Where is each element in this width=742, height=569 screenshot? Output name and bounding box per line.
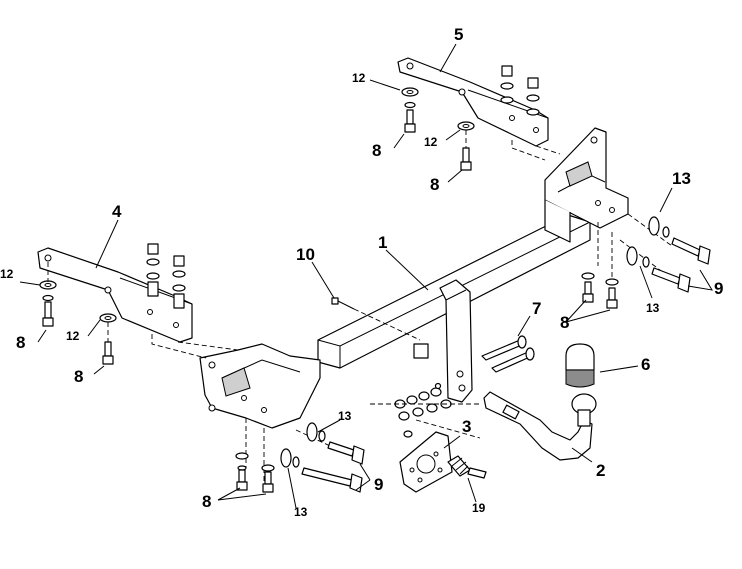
callout-1: 1 <box>378 233 387 252</box>
callout-12-top-left-b: 12 <box>66 329 80 343</box>
callout-19: 19 <box>472 501 486 515</box>
callout-3: 3 <box>462 417 471 436</box>
leader-lines <box>19 43 713 509</box>
bracket-right-top <box>397 57 561 161</box>
callout-13-center: 13 <box>338 409 352 423</box>
bracket-right-top-studs <box>500 65 540 116</box>
callout-9-right: 9 <box>714 279 723 298</box>
callout-8-top-right-b: 8 <box>430 175 439 194</box>
nut-cluster <box>394 382 452 438</box>
socket-plate <box>399 431 453 493</box>
callout-7: 7 <box>532 299 541 318</box>
callout-6: 6 <box>641 355 650 374</box>
callout-4: 4 <box>112 202 122 221</box>
fasteners-top-right <box>401 87 475 171</box>
ball-cap <box>565 343 595 388</box>
callout-13-right: 13 <box>646 301 660 315</box>
callout-5: 5 <box>454 25 463 44</box>
callout-12-top-right-b: 12 <box>424 135 438 149</box>
fasteners-right <box>581 216 711 309</box>
right-side-bracket <box>544 127 629 243</box>
left-side-bracket <box>199 343 321 429</box>
callout-13-bottom: 13 <box>294 505 308 519</box>
callout-12-top-left-a: 12 <box>0 267 14 281</box>
callout-labels: 1 2 3 4 5 6 7 8 8 8 8 8 8 9 9 10 12 12 1… <box>0 25 723 519</box>
bolts-7 <box>481 335 535 373</box>
callout-13-top-right: 13 <box>672 169 691 188</box>
callout-8-top-left-b: 8 <box>74 367 83 386</box>
callout-8-right: 8 <box>560 313 569 332</box>
bolt-10 <box>331 297 421 341</box>
callout-9-bottom: 9 <box>374 475 383 494</box>
bracket-left-top-studs <box>146 243 186 309</box>
callout-8-top-left-a: 8 <box>16 333 25 352</box>
callout-2: 2 <box>596 461 605 480</box>
spring-bolt <box>447 455 487 479</box>
callout-8-bottom-left: 8 <box>202 492 211 511</box>
fasteners-bottom-left <box>235 422 365 493</box>
bracket-left-top <box>37 247 239 359</box>
callout-8-top-right-a: 8 <box>372 141 381 160</box>
callout-10: 10 <box>296 245 315 264</box>
callout-12-top-right-a: 12 <box>352 71 366 85</box>
center-mount-plate <box>413 279 473 403</box>
fasteners-top-left <box>39 262 117 365</box>
tow-ball-arm <box>483 391 597 461</box>
